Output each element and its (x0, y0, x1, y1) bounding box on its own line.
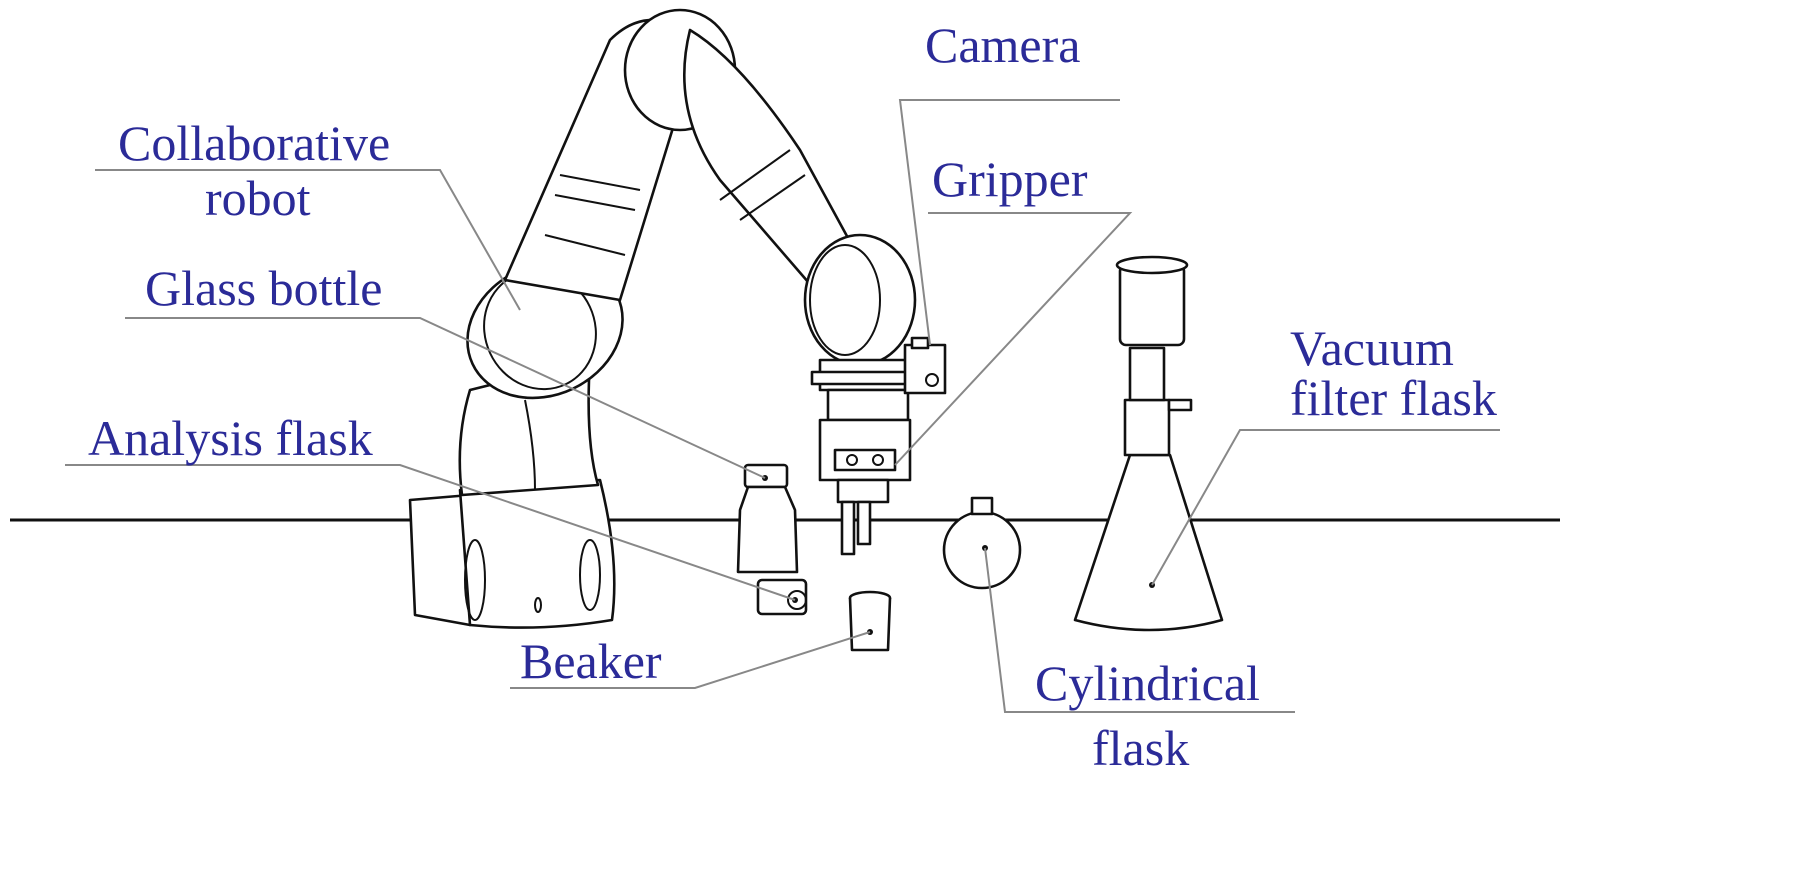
analysis-flask (756, 578, 808, 616)
vacuum-filter-flask (1073, 255, 1224, 632)
label-collaborative-robot-line2: robot (205, 170, 311, 226)
label-collaborative-robot-line1: Collaborative (118, 115, 390, 171)
camera (903, 336, 947, 395)
label-cylindrical-flask-line1: Cylindrical (1035, 655, 1260, 711)
beaker (848, 590, 892, 652)
label-analysis-flask: Analysis flask (88, 410, 373, 466)
label-vacuum-filter-flask-line2: filter flask (1290, 370, 1497, 426)
leader-lines (65, 99, 1500, 713)
robot-base (408, 478, 616, 629)
cylindrical-flask (942, 496, 1022, 590)
label-glass-bottle: Glass bottle (145, 260, 382, 316)
label-beaker: Beaker (520, 633, 662, 689)
label-vacuum-filter-flask-line1: Vacuum (1290, 320, 1454, 376)
glass-bottle (736, 463, 799, 574)
robot-arm (458, 8, 920, 556)
label-camera: Camera (925, 17, 1080, 73)
label-gripper: Gripper (932, 151, 1088, 207)
label-cylindrical-flask-line2: flask (1092, 720, 1189, 776)
